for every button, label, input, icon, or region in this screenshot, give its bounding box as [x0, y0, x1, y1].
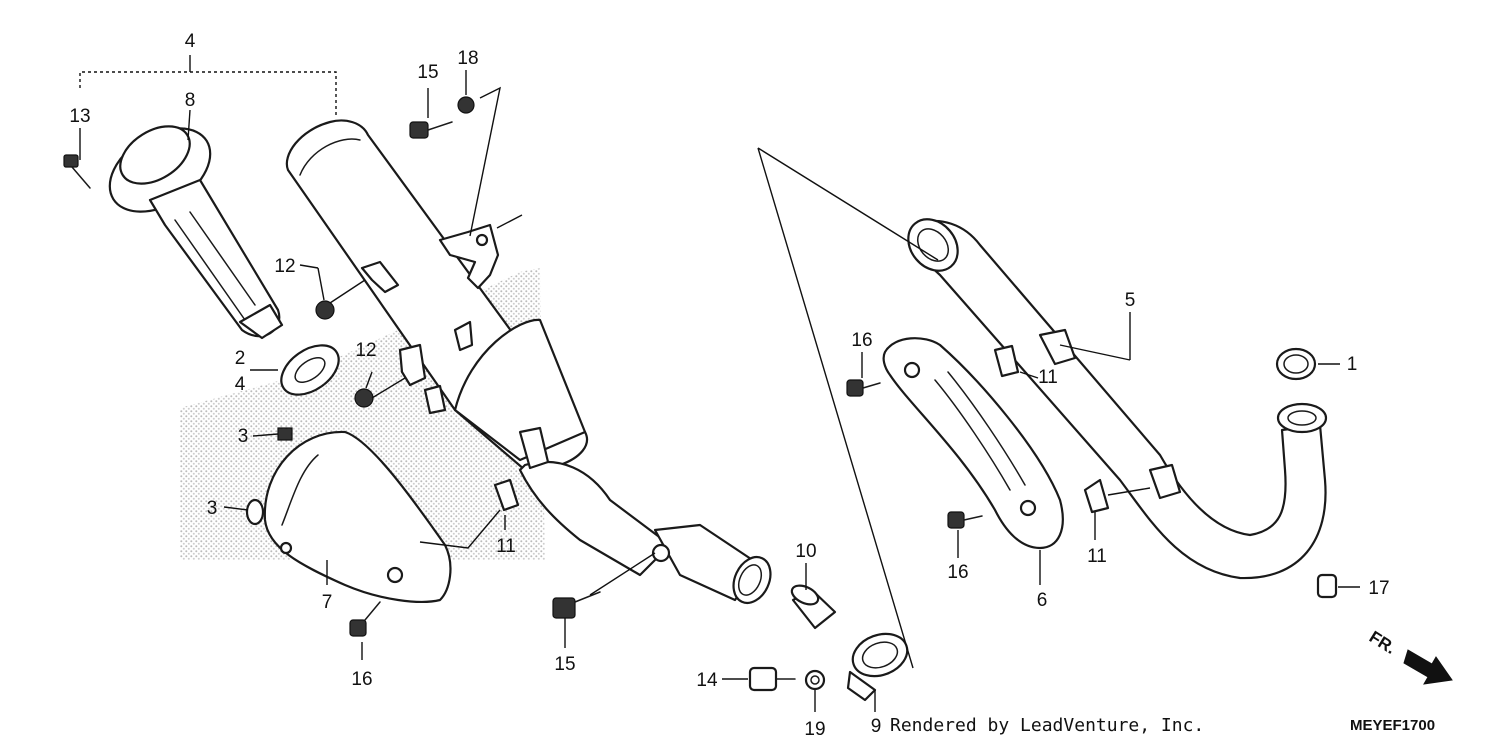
front-direction-indicator: FR. — [1366, 627, 1453, 685]
bolt-15-lower — [552, 591, 601, 619]
front-arrow-icon — [1403, 649, 1453, 685]
callout-15-lower: 15 — [554, 654, 575, 675]
bolt-16-lower-right — [947, 511, 983, 529]
nut-12-lower — [354, 388, 374, 408]
front-label: FR. — [1366, 627, 1399, 658]
exhaust-gasket-10 — [790, 584, 837, 630]
callout-15-top: 15 — [417, 62, 438, 83]
exhaust-pipe-5 — [907, 218, 1328, 580]
bolt-16-left — [349, 601, 381, 637]
callout-19: 19 — [804, 719, 825, 740]
leader-lines — [79, 55, 1360, 712]
callout-5: 5 — [1125, 290, 1136, 311]
callout-3-upper: 3 — [238, 426, 249, 447]
clip-11-lower-right — [1083, 478, 1110, 514]
nut-19 — [804, 669, 826, 691]
credit-text: Rendered by LeadVenture, Inc. — [890, 715, 1204, 736]
callout-7: 7 — [322, 592, 333, 613]
callout-16-upper-right: 16 — [851, 330, 872, 351]
callout-14: 14 — [696, 670, 718, 691]
callout-11-upper-right: 11 — [1038, 367, 1058, 388]
clip-11-upper-right — [993, 344, 1020, 378]
callout-12-upper: 12 — [274, 256, 295, 277]
callout-11-left: 11 — [496, 536, 516, 557]
clip-12-upper — [360, 260, 400, 294]
muffler-assembly — [285, 119, 772, 605]
clip-11-left — [493, 478, 520, 512]
gasket-1 — [1275, 347, 1317, 381]
diagram-code: MEYEF1700 — [1350, 717, 1435, 734]
nut-18 — [457, 96, 475, 114]
callout-17: 17 — [1368, 578, 1389, 599]
callout-4-mid: 4 — [235, 374, 246, 395]
grommet-3 — [245, 498, 265, 526]
callout-9: 9 — [871, 716, 882, 737]
bolt-15-top — [409, 121, 453, 139]
callout-12-lower: 12 — [355, 340, 376, 361]
callout-6: 6 — [1037, 590, 1048, 611]
nut-3-upper — [277, 427, 293, 441]
bolt-14 — [748, 666, 796, 692]
callout-16-left: 16 — [351, 669, 372, 690]
clamp-9 — [846, 632, 909, 702]
callout-13: 13 — [69, 106, 90, 127]
callout-3-lower: 3 — [207, 498, 218, 519]
callout-11-lower-right: 11 — [1087, 546, 1107, 567]
heat-shield-left — [263, 430, 452, 603]
gasket-2 — [280, 344, 340, 396]
bolt-16-upper-right — [846, 379, 881, 397]
callout-16-lower-right: 16 — [947, 562, 968, 583]
callout-2: 2 — [235, 348, 246, 369]
nut-17 — [1316, 573, 1338, 599]
spark-arrester — [108, 125, 284, 340]
callout-8: 8 — [185, 90, 196, 111]
heat-shield-right — [882, 337, 1064, 550]
nut-12-upper — [315, 300, 335, 320]
callout-labels: 4 8 13 15 18 12 2 4 12 3 3 7 16 11 15 10… — [69, 31, 1389, 740]
callout-10: 10 — [795, 541, 816, 562]
bolt-13 — [63, 154, 91, 189]
callout-1: 1 — [1347, 354, 1358, 375]
callout-4-top: 4 — [185, 31, 196, 52]
callout-18: 18 — [457, 48, 478, 69]
